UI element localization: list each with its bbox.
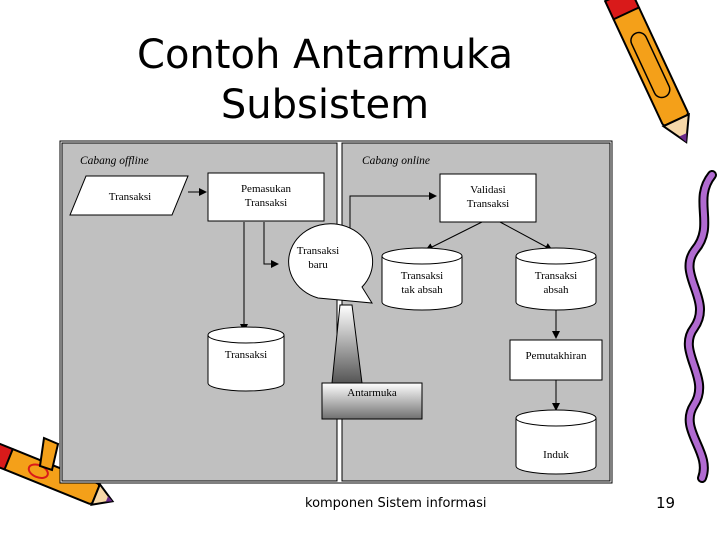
pemasukan-line-1: Pemasukan: [241, 183, 292, 195]
antarmuka-box: Antarmuka: [321, 382, 423, 420]
page-number: 19: [656, 494, 676, 512]
squiggle-right-icon: [683, 170, 717, 483]
induk-label: Induk: [543, 449, 569, 461]
tak-absah-line-1: Transaksi: [401, 270, 443, 282]
validasi-line-1: Validasi: [470, 184, 505, 196]
panel-offline-label: Cabang offline: [80, 155, 149, 167]
slide-footer: komponen Sistem informasi: [305, 496, 487, 511]
absah-line-2: absah: [543, 284, 569, 296]
arrow-validasi-to-tak-absah: [425, 221, 483, 251]
panel-online-label: Cabang online: [362, 155, 430, 167]
pemasukan-transaksi-box: Pemasukan Transaksi: [207, 172, 325, 222]
validasi-transaksi-box: Validasi Transaksi: [439, 173, 537, 223]
pen-left-top-icon: [38, 436, 60, 472]
title-line-2: Subsistem: [220, 82, 430, 128]
transaksi-input-shape: Transaksi: [69, 175, 189, 216]
pemutakhiran-label: Pemutakhiran: [525, 350, 587, 362]
slide-title: Contoh Antarmuka Subsistem: [90, 30, 560, 130]
arrow-pemasukan-to-callout: [263, 222, 279, 268]
transaksi-absah-cylinder: Transaksi absah: [515, 247, 597, 311]
title-line-1: Contoh Antarmuka: [137, 32, 513, 78]
callout-line-1: Transaksi: [297, 245, 339, 257]
pen-left-icon: [0, 440, 115, 506]
transaksi-store-cylinder: Transaksi: [207, 326, 285, 392]
validasi-line-2: Transaksi: [467, 198, 509, 210]
transaksi-store-label: Transaksi: [225, 349, 267, 361]
induk-cylinder: Induk: [515, 409, 597, 475]
pemasukan-line-2: Transaksi: [245, 197, 287, 209]
callout-line-2: baru: [308, 259, 328, 271]
arrow-validasi-to-absah: [499, 221, 553, 251]
transaksi-baru-callout: Transaksi baru: [288, 223, 374, 304]
tak-absah-line-2: tak absah: [401, 284, 443, 296]
transaksi-tak-absah-cylinder: Transaksi tak absah: [381, 247, 463, 311]
antarmuka-label: Antarmuka: [347, 387, 397, 399]
pemutakhiran-box: Pemutakhiran: [509, 339, 603, 381]
pencil-top-right-icon: [603, 0, 690, 144]
transaksi-input-label: Transaksi: [109, 191, 151, 203]
absah-line-1: Transaksi: [535, 270, 577, 282]
